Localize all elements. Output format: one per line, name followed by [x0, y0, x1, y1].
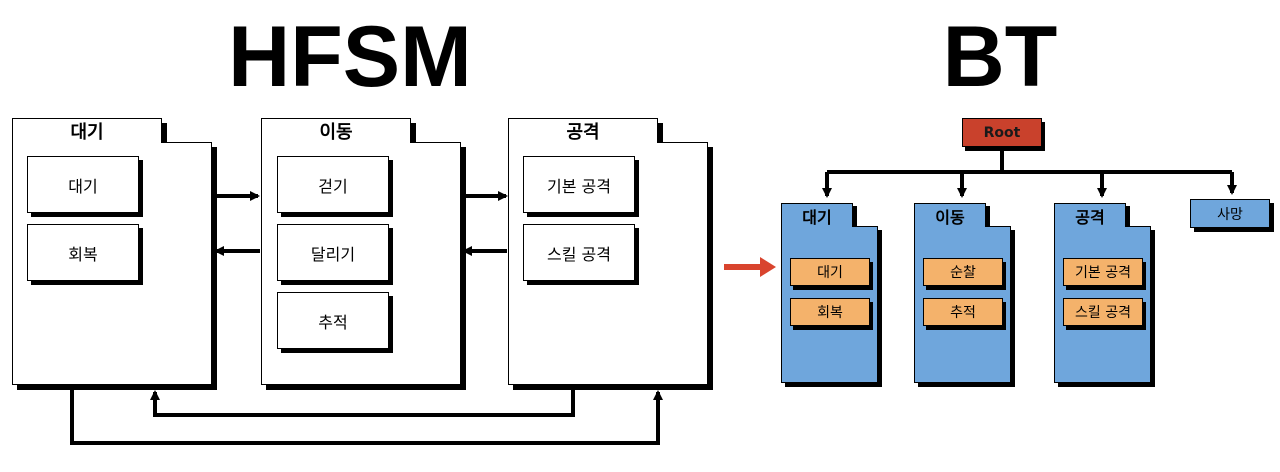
hfsm-sub-run: 달리기: [277, 224, 389, 281]
hfsm-state-idle-tab: 대기: [12, 118, 162, 143]
bt-leaf-basic-attack: 기본 공격: [1063, 258, 1143, 286]
hfsm-sub-recover: 회복: [27, 224, 139, 281]
bt-death-node: 사망: [1190, 199, 1270, 228]
bt-leaf-skill-attack: 스킬 공격: [1063, 298, 1143, 326]
hfsm-arrow-idle-to-attack: [70, 385, 663, 445]
hfsm-sub-walk: 걷기: [277, 156, 389, 213]
bt-group-attack-tab: 공격: [1054, 203, 1126, 227]
bt-leaf-recover: 회복: [790, 298, 870, 326]
hfsm-sub-basic-attack: 기본 공격: [523, 156, 635, 213]
bt-leaf-patrol: 순찰: [923, 258, 1003, 286]
bt-group-move-tab: 이동: [914, 203, 986, 227]
hfsm-sub-idle: 대기: [27, 156, 139, 213]
hfsm-state-attack-tab: 공격: [508, 118, 658, 143]
bt-leaf-idle: 대기: [790, 258, 870, 286]
bt-title: BT: [942, 9, 1058, 105]
hfsm-sub-skill-attack: 스킬 공격: [523, 224, 635, 281]
bt-root-node: Root: [962, 118, 1042, 147]
bt-leaf-chase: 추적: [923, 298, 1003, 326]
hfsm-title: HFSM: [228, 9, 472, 105]
bt-group-idle-tab: 대기: [781, 203, 853, 227]
hfsm-state-move-tab: 이동: [261, 118, 411, 143]
hfsm-sub-chase: 추적: [277, 292, 389, 349]
hfsm-to-bt-arrow-head: [760, 257, 776, 277]
